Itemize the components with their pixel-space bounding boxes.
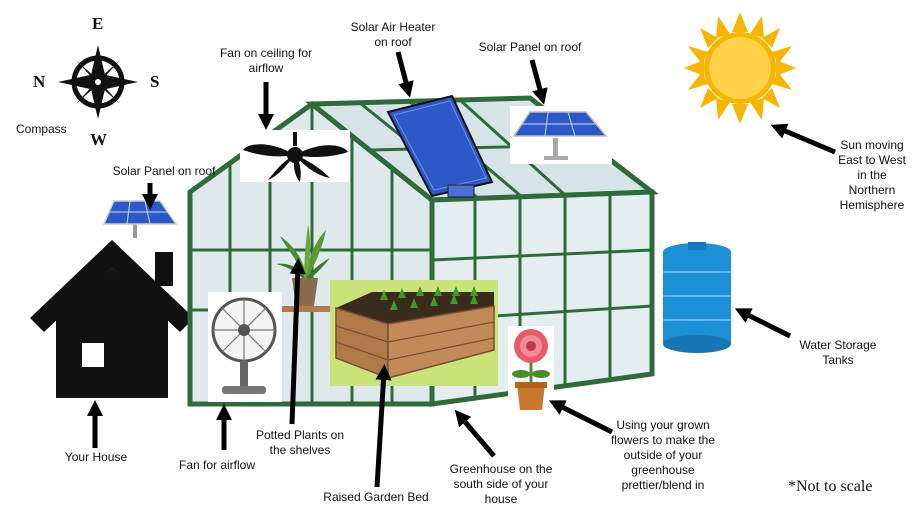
- compass-label: Compass: [16, 122, 67, 136]
- solar-panel-house-label: Solar Panel on roof: [112, 164, 216, 178]
- solar-panel-greenhouse-label: Solar Panel on roof: [478, 40, 582, 54]
- flower-pot-icon: [508, 326, 554, 414]
- solar-air-heater-icon: [386, 94, 494, 198]
- your-house-label: Your House: [64, 450, 128, 464]
- solar-panel-icon: [102, 200, 178, 238]
- flowers-label: Using your grown flowers to make the out…: [610, 418, 716, 492]
- water-tanks-label: Water Storage Tanks: [799, 338, 877, 367]
- ceiling-fan-icon: [240, 130, 350, 182]
- fan-airflow-label: Fan for airflow: [178, 458, 256, 472]
- water-tank-icon: [663, 242, 731, 353]
- sun-label: Sun moving East to West in the Northern …: [838, 138, 906, 212]
- raised-bed-icon: [330, 280, 498, 386]
- arrow-icon: [86, 51, 836, 488]
- standing-fan-icon: [208, 292, 282, 402]
- sun-icon: [684, 12, 796, 124]
- compass-north-letter: N: [33, 72, 46, 91]
- raised-bed-label: Raised Garden Bed: [323, 490, 429, 504]
- house-icon: [30, 240, 194, 398]
- fan-ceiling-label: Fan on ceiling for airflow: [219, 46, 313, 75]
- compass-south-letter: S: [150, 72, 160, 91]
- compass-west-letter: W: [90, 130, 107, 149]
- solar-air-heater-label: Solar Air Heater on roof: [350, 20, 436, 49]
- compass-east-letter: E: [92, 14, 104, 33]
- compass-icon: [58, 45, 138, 119]
- greenhouse-label: Greenhouse on the south side of your hou…: [449, 462, 553, 506]
- not-to-scale-note: *Not to scale: [788, 478, 873, 495]
- solar-panel-icon: [510, 106, 612, 164]
- potted-plants-label: Potted Plants on the shelves: [255, 428, 345, 457]
